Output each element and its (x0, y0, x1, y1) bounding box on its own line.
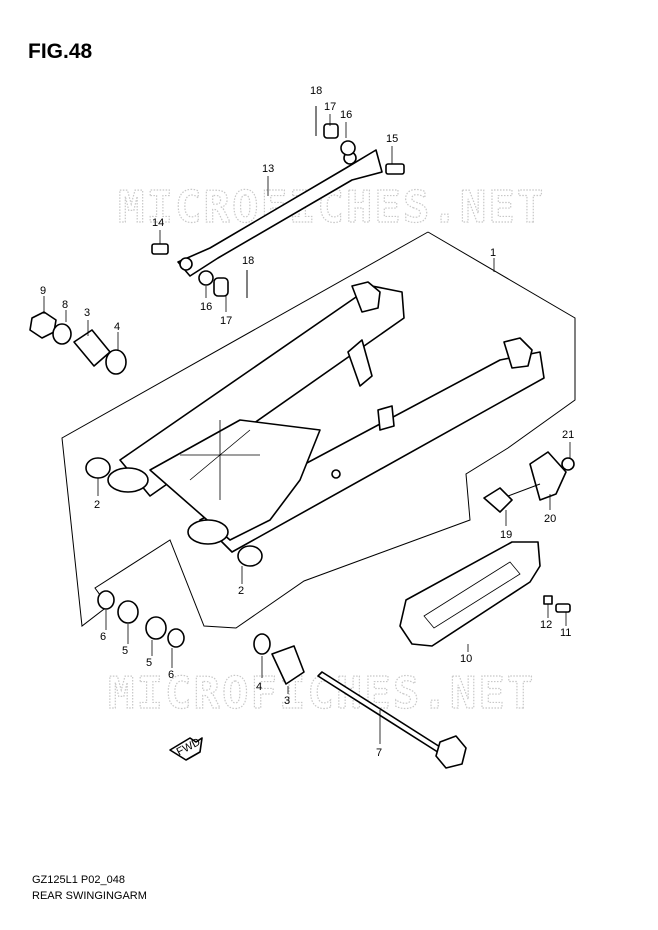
callout-18: 18 (310, 85, 322, 97)
chain-case (399, 541, 571, 647)
fwd-arrow: FWD (169, 736, 203, 761)
callout-1: 1 (490, 247, 496, 259)
callout-21: 21 (562, 429, 574, 441)
callout-6: 6 (100, 631, 106, 643)
leader-lines (43, 114, 571, 744)
callout-19: 19 (500, 529, 512, 541)
callout-12: 12 (540, 619, 552, 631)
callout-11: 11 (560, 627, 571, 639)
lower-bushings (97, 590, 305, 685)
callout-7: 7 (376, 747, 382, 759)
callout-8: 8 (62, 299, 68, 311)
pivot-axle (317, 671, 467, 769)
assembly-boundary (61, 231, 576, 629)
torque-link (151, 106, 405, 298)
callout-2: 2 (94, 499, 100, 511)
callout-16: 16 (340, 109, 352, 121)
callout-16: 16 (200, 301, 212, 313)
model-code: GZ125L1 P02_048 (32, 874, 125, 886)
callout-13: 13 (262, 163, 274, 175)
callout-17: 17 (220, 315, 232, 327)
callout-5: 5 (146, 657, 152, 669)
callout-6: 6 (168, 669, 174, 681)
callout-10: 10 (460, 653, 472, 665)
callout-4: 4 (114, 321, 120, 333)
swingarm-frame (107, 281, 545, 553)
callout-17: 17 (324, 101, 336, 113)
callout-9: 9 (40, 285, 46, 297)
callout-15: 15 (386, 133, 398, 145)
callout-3: 3 (284, 695, 290, 707)
callout-20: 20 (544, 513, 556, 525)
left-pivot-parts (29, 311, 263, 567)
callout-5: 5 (122, 645, 128, 657)
callout-14: 14 (152, 217, 164, 229)
callout-2: 2 (238, 585, 244, 597)
figure-title: FIG.48 (28, 40, 93, 63)
callout-3: 3 (84, 307, 90, 319)
figure-caption: REAR SWINGINGARM (32, 890, 147, 902)
callout-4: 4 (256, 681, 262, 693)
callout-18: 18 (242, 255, 254, 267)
callout-numbers: 1 2 2 3 3 4 4 5 5 6 6 7 8 9 10 11 12 13 … (40, 85, 574, 759)
chain-adjuster (483, 451, 575, 513)
